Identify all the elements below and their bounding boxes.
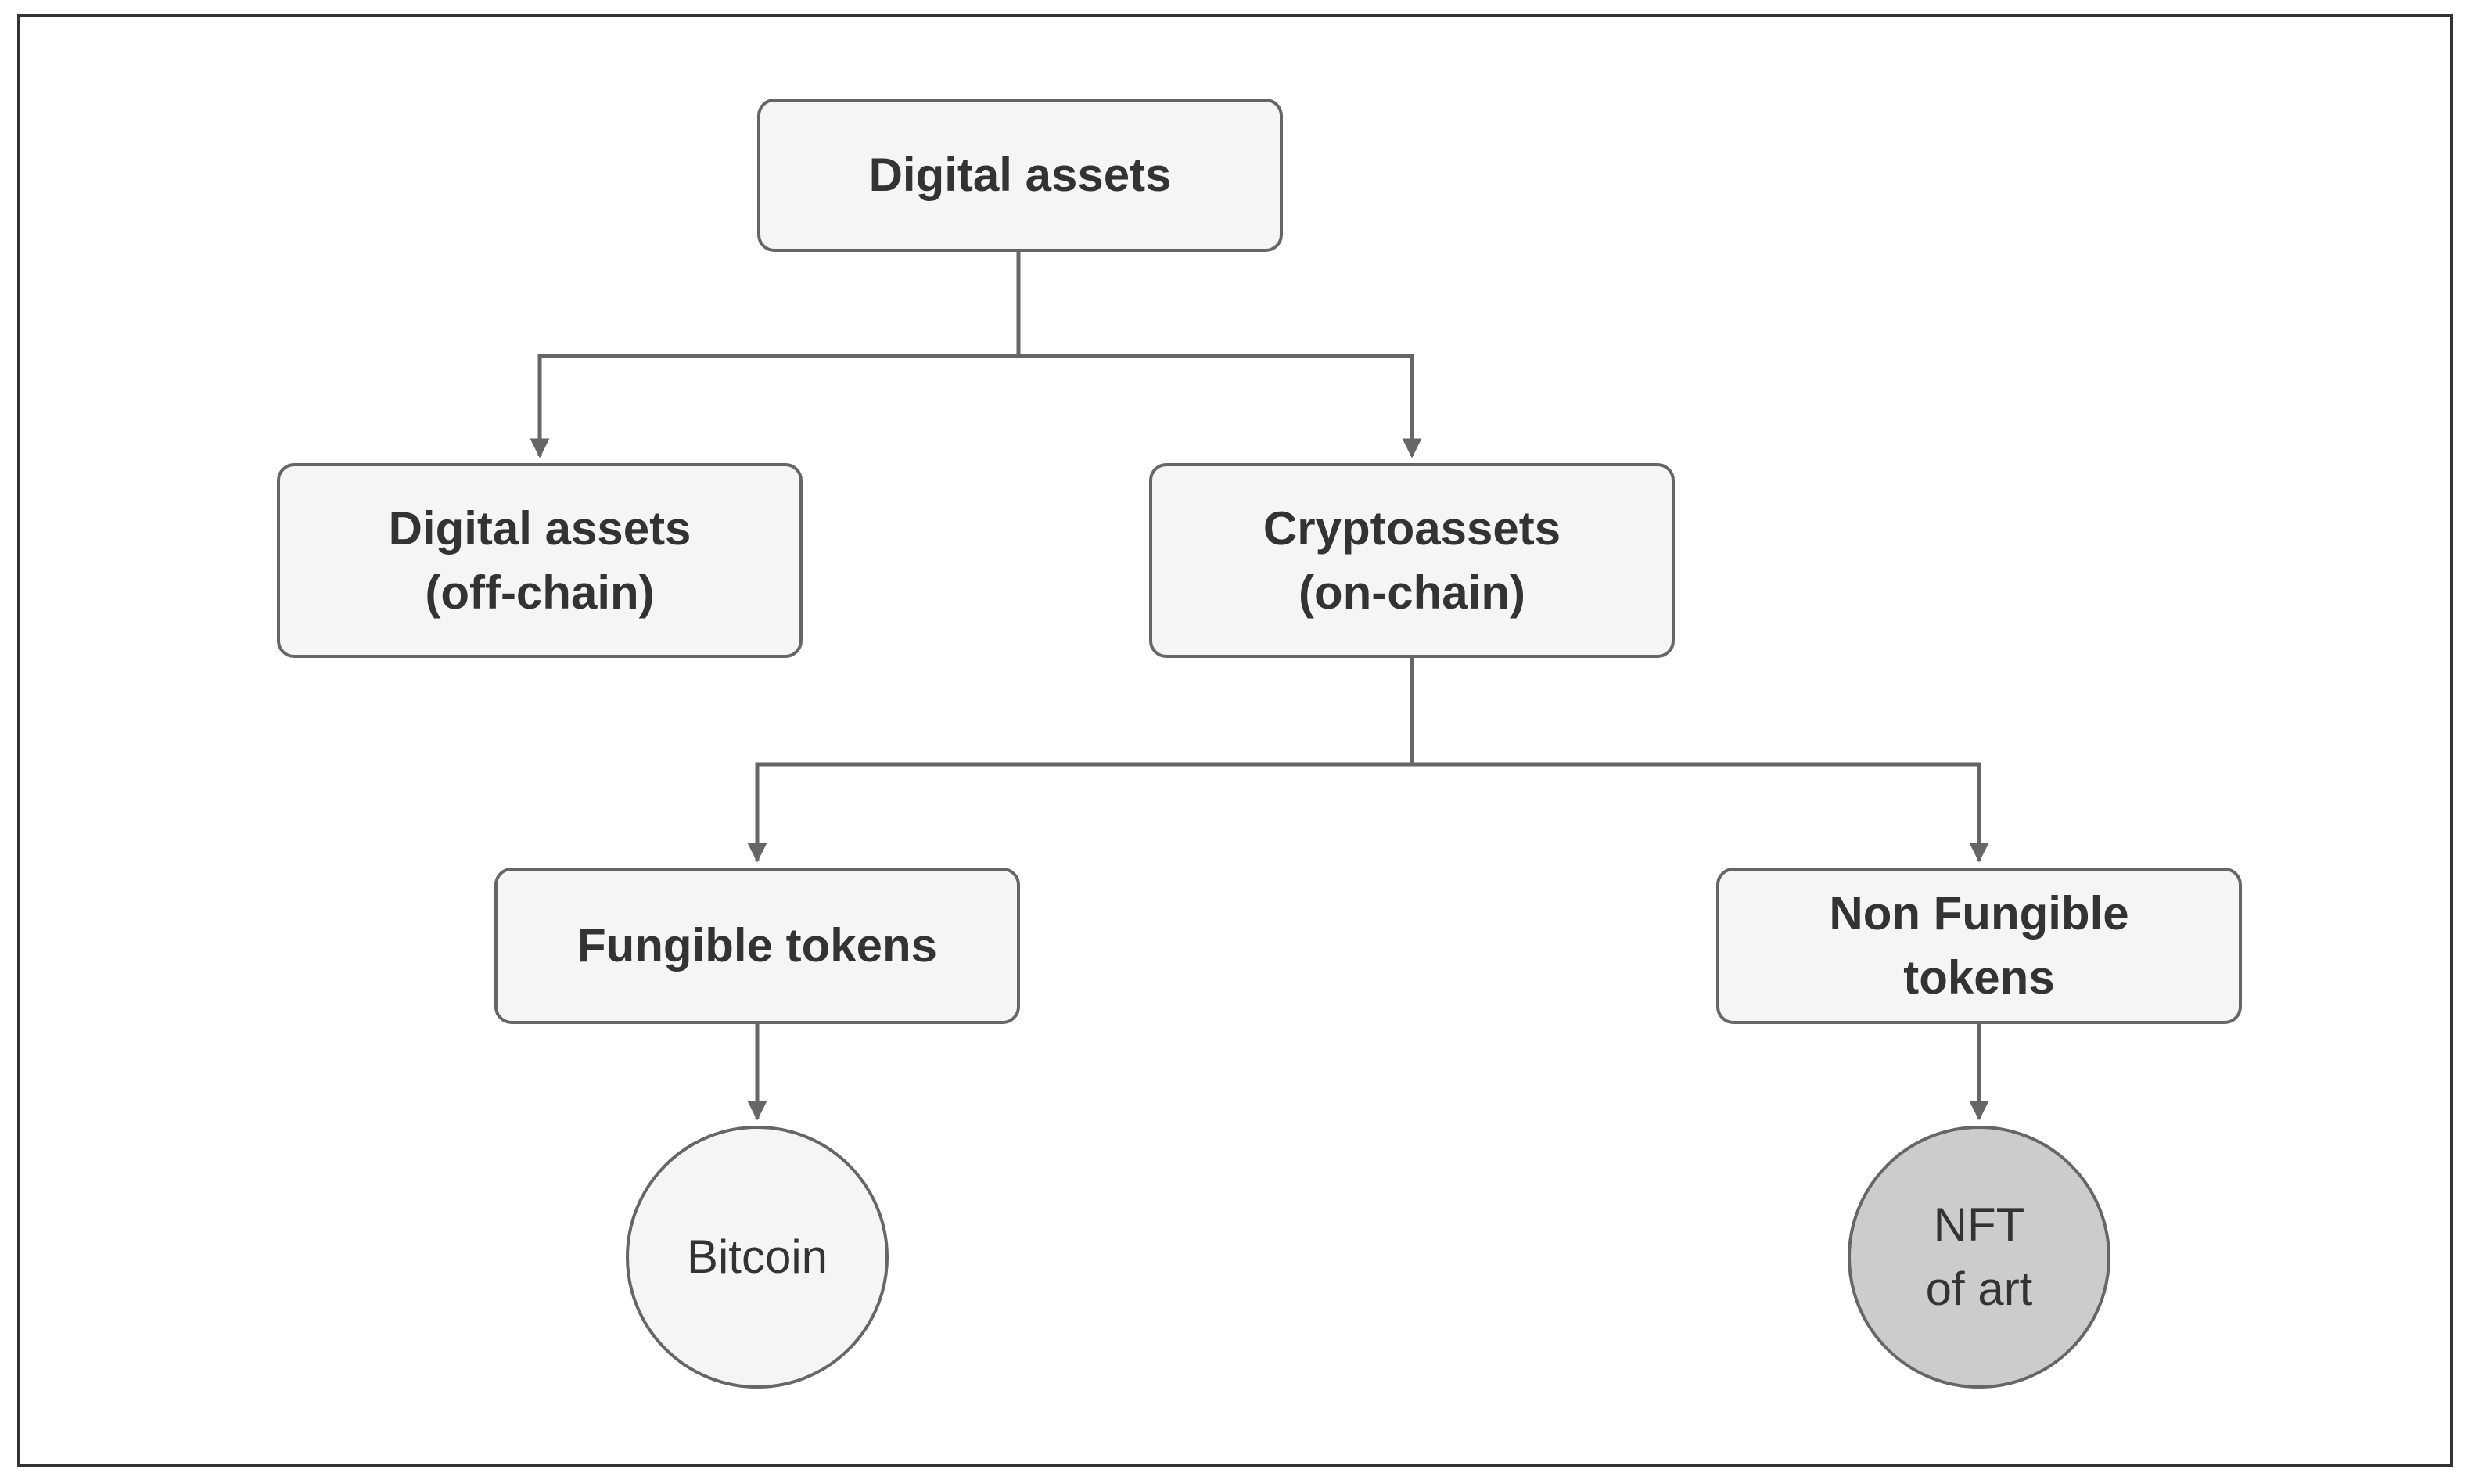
node-off-chain-line1: Digital assets xyxy=(388,501,691,555)
node-nft-line2: of art xyxy=(1925,1263,2033,1315)
node-nft-line1: NFT xyxy=(1933,1198,2025,1251)
node-off-chain-line2: (off-chain) xyxy=(425,566,655,619)
node-nft-of-art: NFT of art xyxy=(1848,1126,2110,1389)
node-fungible-tokens: Fungible tokens xyxy=(494,868,1020,1024)
connector-root-to-offchain xyxy=(530,354,1018,458)
connector-onchain-to-fungible xyxy=(747,762,1412,863)
node-bitcoin: Bitcoin xyxy=(626,1126,889,1389)
node-non-fungible-line2: tokens xyxy=(1903,951,2055,1004)
node-on-chain-line2: (on-chain) xyxy=(1299,566,1525,619)
node-digital-assets-label: Digital assets xyxy=(868,149,1172,201)
node-digital-assets-off-chain: Digital assets (off-chain) xyxy=(277,463,803,658)
node-non-fungible-tokens: Non Fungible tokens xyxy=(1716,868,2242,1024)
connector-root-to-onchain xyxy=(1018,354,1422,458)
node-non-fungible-line1: Non Fungible xyxy=(1829,887,2129,940)
node-bitcoin-label: Bitcoin xyxy=(686,1231,828,1283)
connector-onchain-to-nonfungible xyxy=(1412,762,1989,863)
node-cryptoassets-on-chain: Cryptoassets (on-chain) xyxy=(1149,463,1675,658)
node-fungible-label: Fungible tokens xyxy=(577,919,938,972)
node-on-chain-line1: Cryptoassets xyxy=(1263,501,1561,555)
node-digital-assets: Digital assets xyxy=(757,99,1283,252)
